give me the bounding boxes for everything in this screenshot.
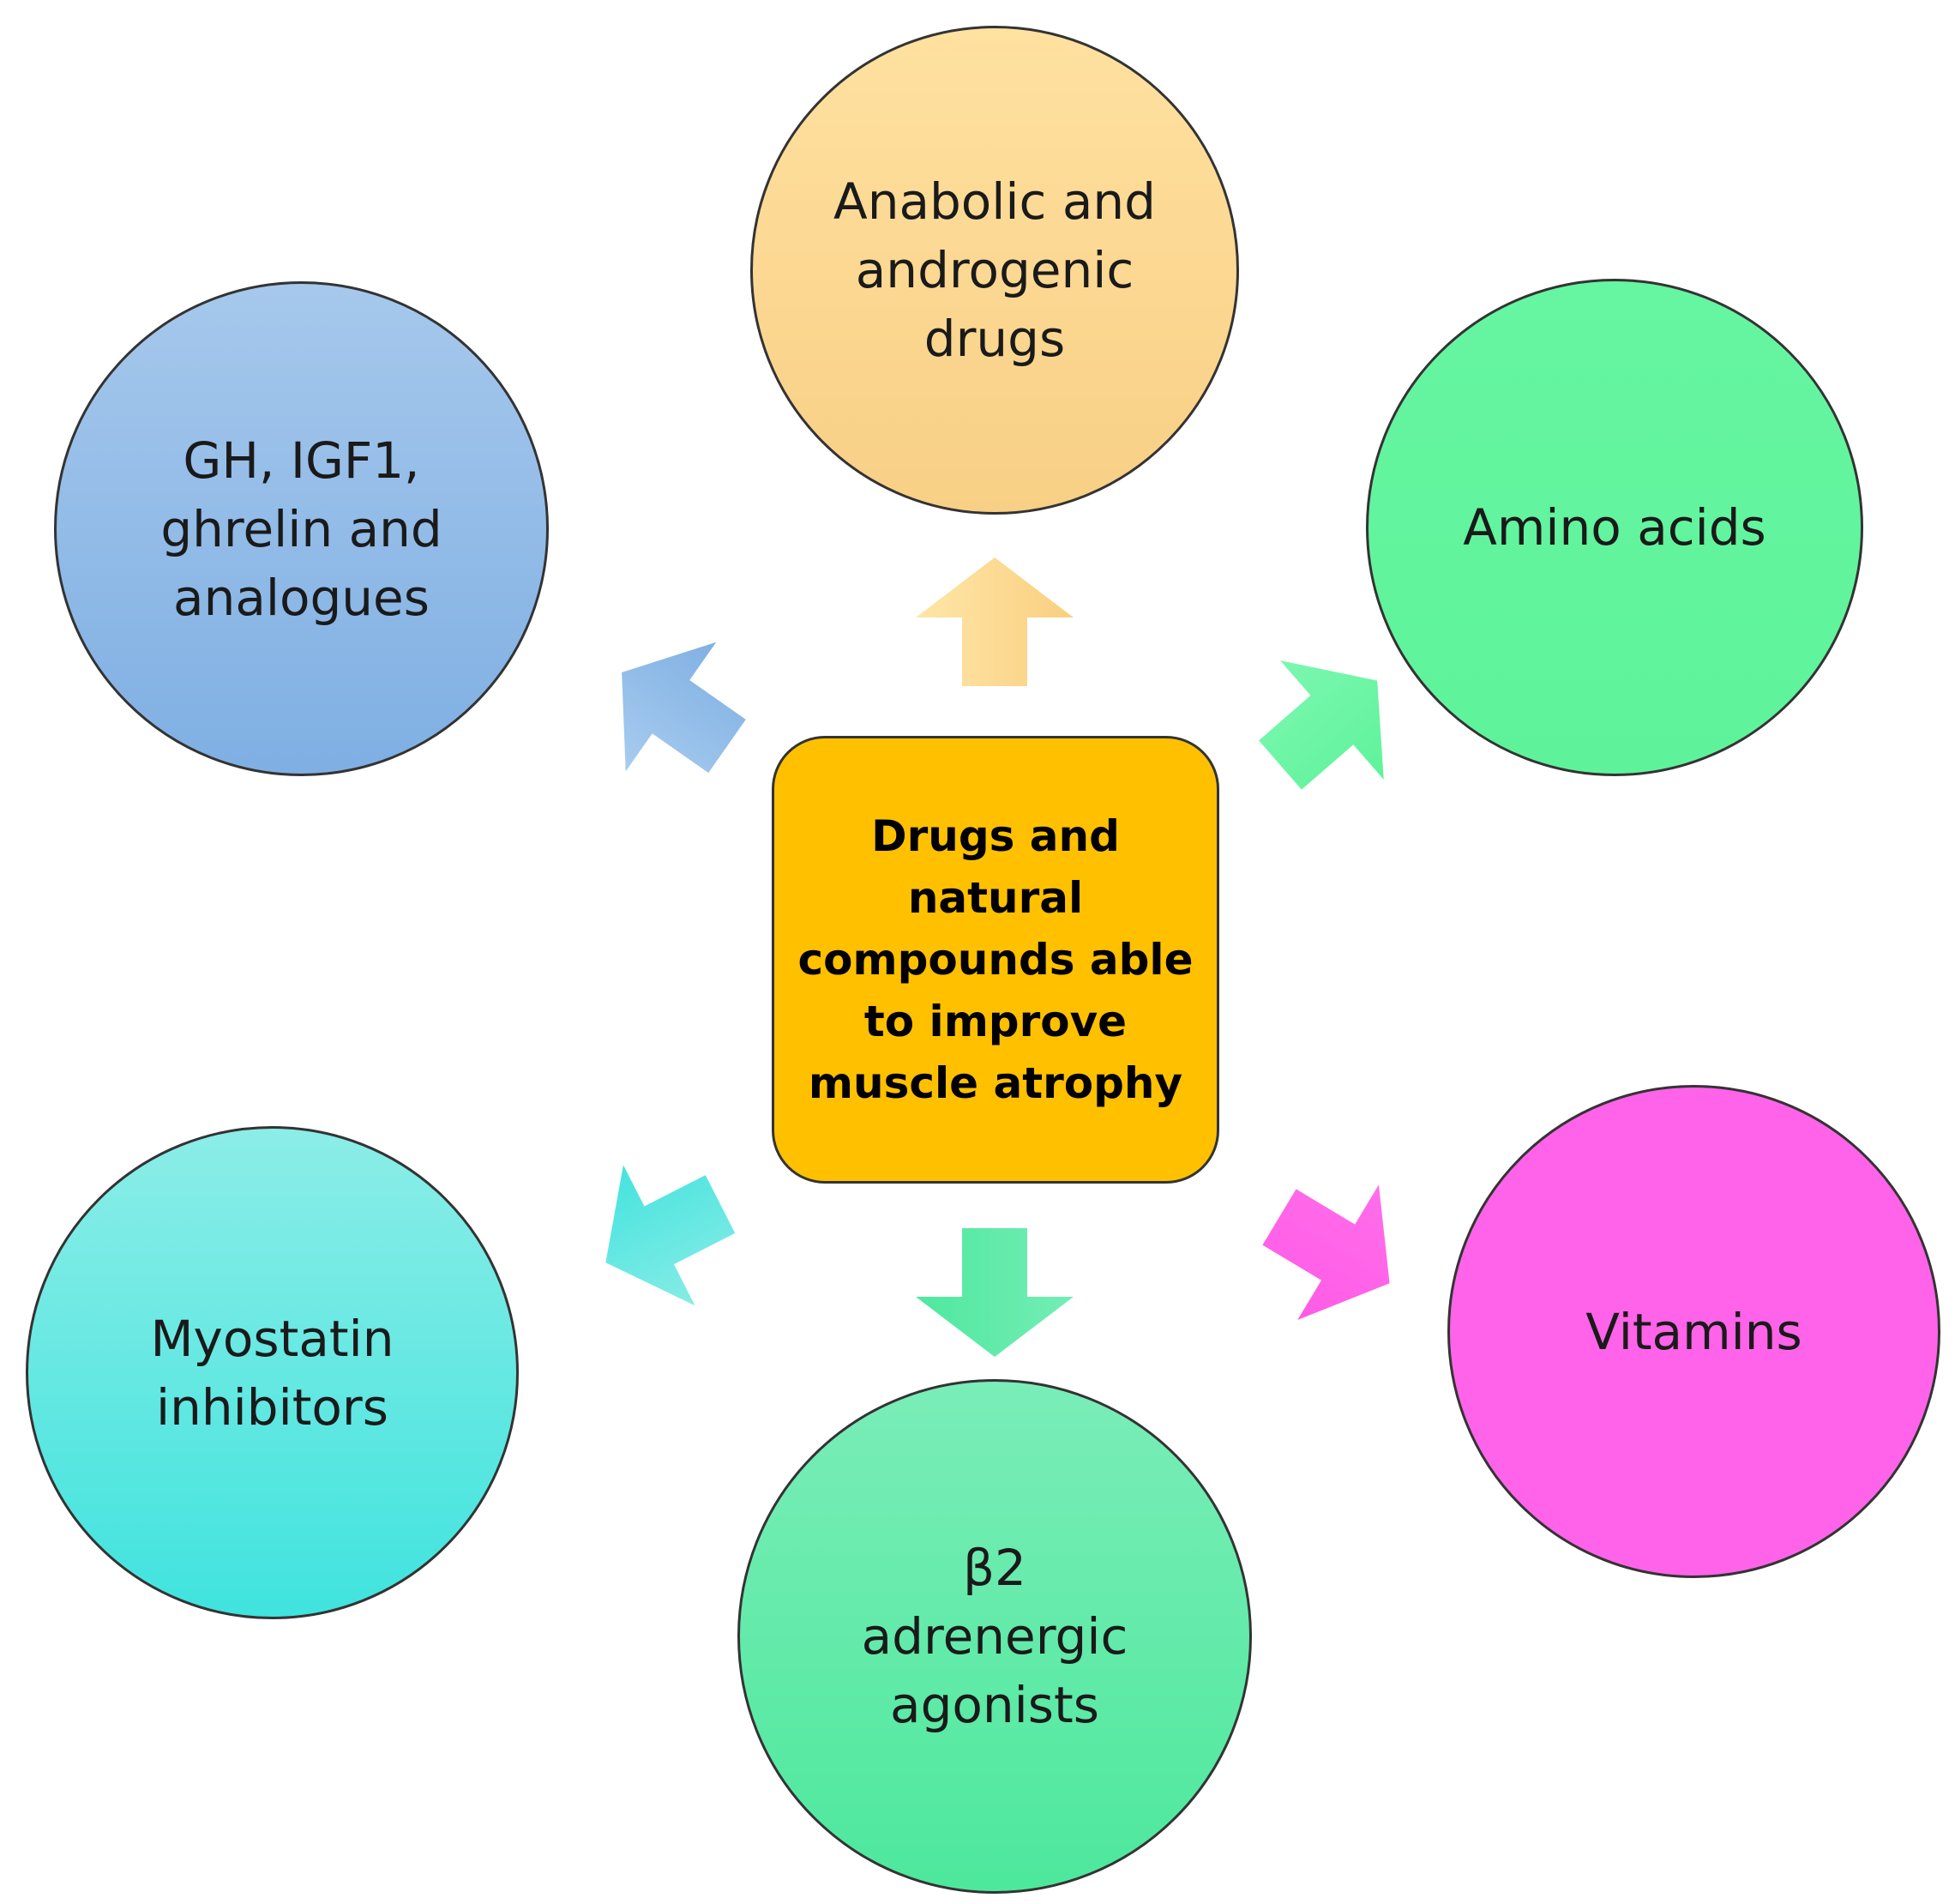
node-vitamins-label: Vitamins xyxy=(1585,1302,1802,1361)
node-beta2-agonists: β2 adrenergic agonists xyxy=(737,1379,1252,1894)
center-label: Drugs and natural compounds able to impr… xyxy=(797,811,1194,1108)
node-gh-igf1-ghrelin: GH, IGF1, ghrelin and analogues xyxy=(54,281,549,776)
center-node: Drugs and natural compounds able to impr… xyxy=(772,736,1219,1184)
arrow-to-gh xyxy=(622,642,746,774)
node-amino-acids: Amino acids xyxy=(1366,279,1863,776)
node-anabolic-androgenic: Anabolic and androgenic drugs xyxy=(750,26,1239,515)
arrow-to-anabolic xyxy=(916,557,1074,686)
arrow-to-vitamins xyxy=(1262,1184,1390,1321)
node-anabolic-label: Anabolic and androgenic drugs xyxy=(833,172,1156,368)
node-beta2-label: β2 adrenergic agonists xyxy=(861,1539,1128,1734)
node-myostatin-inhibitors: Myostatin inhibitors xyxy=(26,1126,519,1619)
node-vitamins: Vitamins xyxy=(1447,1085,1940,1578)
node-gh-label: GH, IGF1, ghrelin and analogues xyxy=(160,431,442,627)
arrow-to-amino xyxy=(1259,660,1384,790)
arrow-to-myostatin xyxy=(605,1165,736,1306)
arrow-to-beta2 xyxy=(916,1228,1074,1357)
node-myostatin-label: Myostatin inhibitors xyxy=(150,1309,394,1437)
node-amino-label: Amino acids xyxy=(1463,498,1766,557)
